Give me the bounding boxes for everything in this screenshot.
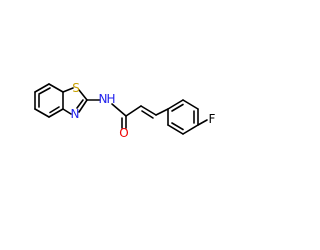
- double-bond-inner: [171, 103, 184, 112]
- bond: [197, 119, 208, 126]
- benzene-ring: [34, 83, 64, 118]
- amide-nitrogen-atom-label: N: [99, 92, 108, 106]
- bond: [48, 83, 64, 93]
- bond: [78, 89, 88, 101]
- amide-hydrogen-atom-label: H: [106, 92, 115, 106]
- fluorophenyl-ring: [167, 99, 208, 135]
- bond: [182, 124, 199, 135]
- oxygen-atom-label: O: [119, 126, 128, 140]
- thiazole-ring: [62, 87, 88, 115]
- bond: [34, 108, 50, 118]
- bond: [78, 99, 88, 113]
- fluorine-atom-label: F: [209, 112, 216, 126]
- double-bond-inner: [38, 87, 51, 95]
- bond: [62, 108, 72, 115]
- bond: [167, 124, 184, 135]
- bond: [155, 108, 169, 116]
- bond: [111, 103, 127, 117]
- double-bond-inner: [49, 106, 60, 114]
- alkene-double-bond: [141, 110, 154, 119]
- alkene-double-bond: [140, 105, 157, 116]
- bond: [62, 87, 74, 93]
- double-bond-inner: [171, 122, 184, 131]
- bond: [182, 99, 199, 110]
- bond: [34, 83, 50, 93]
- bond: [167, 99, 184, 110]
- ring-nitrogen-atom-label: N: [71, 107, 80, 121]
- bond: [48, 108, 64, 118]
- double-bond-inner: [76, 99, 84, 109]
- bond: [125, 105, 142, 117]
- molecule-canvas: S N N H O F: [34, 81, 216, 140]
- structure-diagram: S N N H O F: [34, 81, 216, 140]
- sulfur-atom-label: S: [72, 81, 80, 95]
- amide-chain: [86, 99, 169, 129]
